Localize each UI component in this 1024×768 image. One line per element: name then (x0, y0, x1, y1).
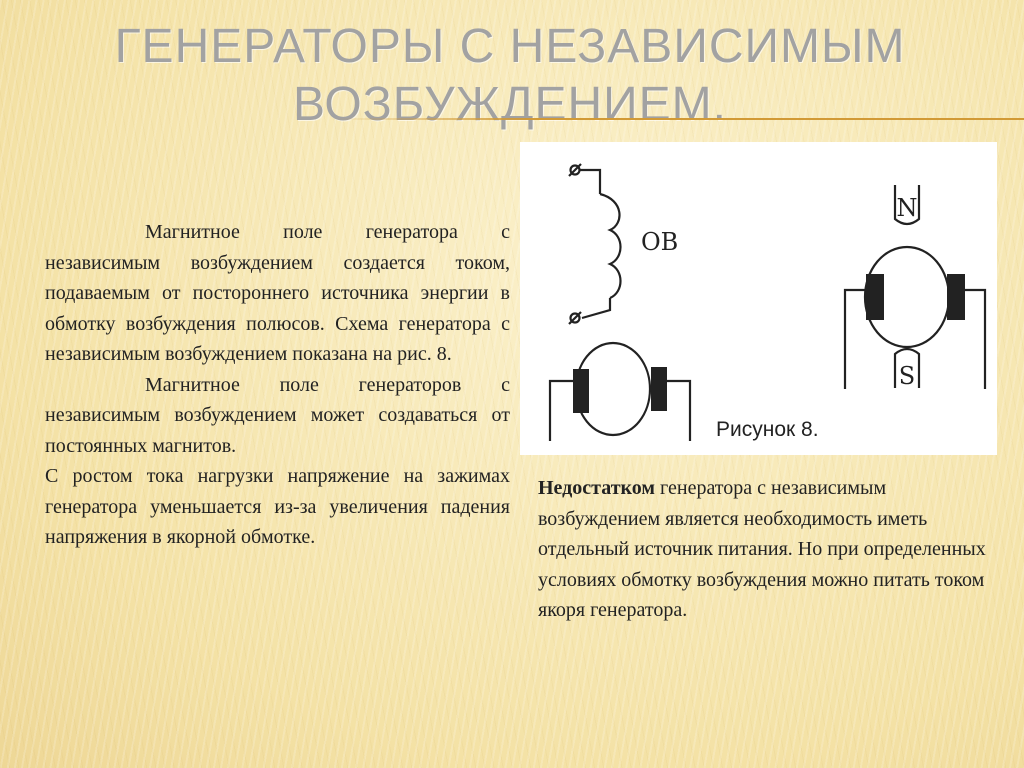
drawback-text: генератора с независимым возбуждением яв… (538, 477, 986, 621)
pole-north-icon (893, 185, 921, 226)
figure-generator-diagram: OB N S Рисунок 8. (520, 142, 997, 455)
figure-caption: Рисунок 8. (716, 418, 819, 441)
excitation-winding (568, 163, 622, 325)
drawback-note: Недостатком генератора с независимым воз… (538, 473, 988, 626)
brush-left-1 (573, 369, 589, 413)
brush-right-1 (866, 274, 884, 320)
paragraph-1: Магнитное поле генератора с независимым … (45, 221, 510, 365)
pole-north-label: N (897, 194, 918, 222)
paragraph-2: Магнитное поле генераторов с независимым… (45, 373, 510, 457)
pole-south-label: S (899, 362, 915, 390)
main-text: Магнитное поле генератора с независимым … (45, 217, 510, 553)
brush-right-2 (947, 274, 965, 320)
slide-title: ГЕНЕРАТОРЫ С НЕЗАВИСИМЫМ ВОЗБУЖДЕНИЕМ. (114, 20, 906, 131)
armature-left (548, 341, 692, 441)
terminal-top-icon (569, 164, 581, 176)
winding-label: OB (641, 228, 678, 256)
paragraph-3: С ростом тока нагрузки напряжение на заж… (45, 465, 510, 548)
brush-left-2 (651, 367, 667, 411)
pole-south-icon (893, 347, 921, 388)
generator-schematic: OB N S (548, 163, 987, 441)
title-underline (330, 118, 1024, 120)
drawback-bold-lead: Недостатком (538, 477, 656, 499)
terminal-bottom-icon (569, 312, 581, 324)
